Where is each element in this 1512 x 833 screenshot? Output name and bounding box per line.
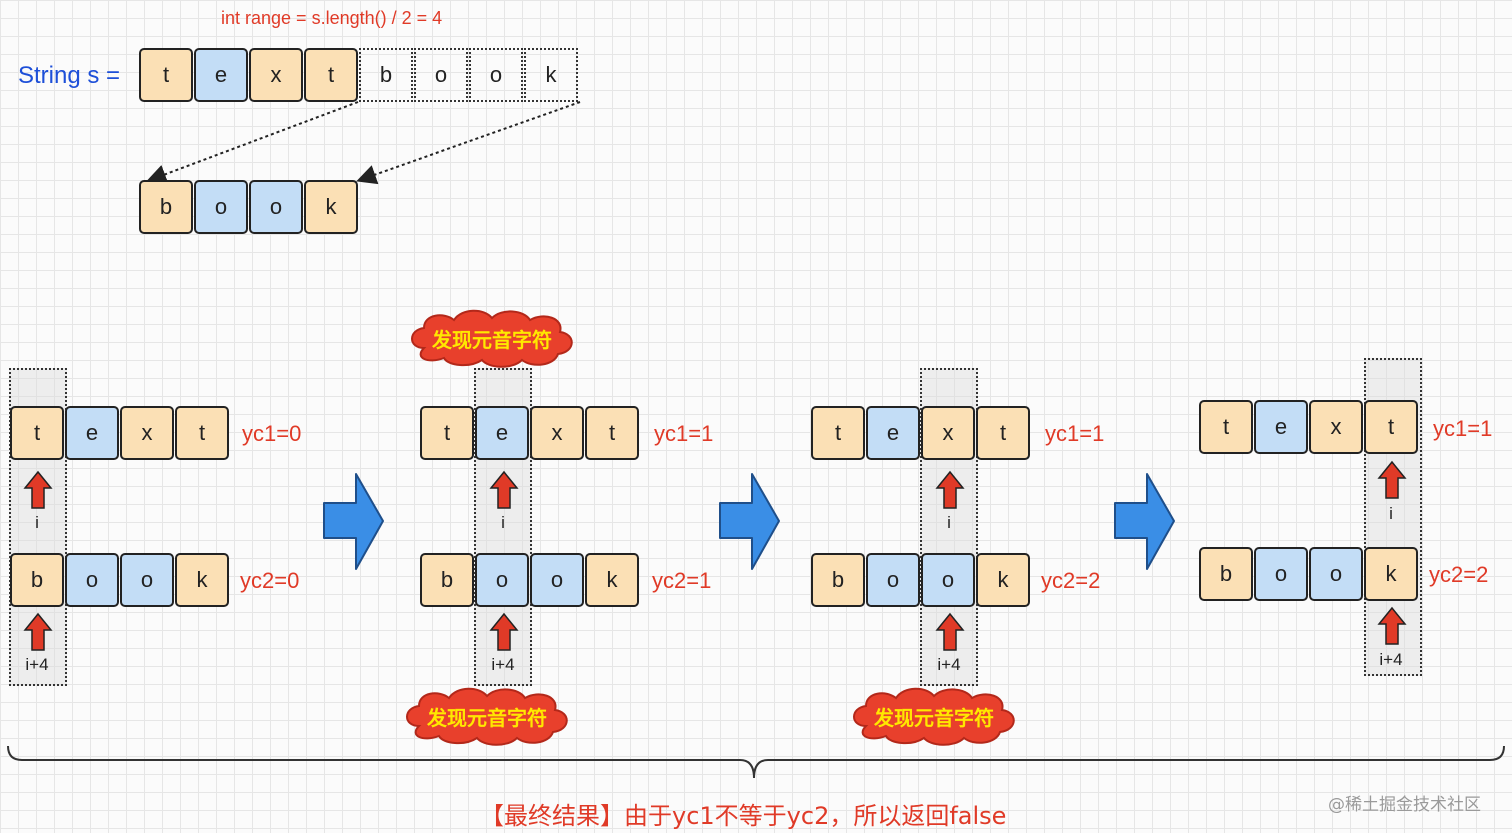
top-char-cell: e <box>475 406 529 460</box>
top-char-cell: e <box>65 406 119 460</box>
bottom-char-cell: o <box>475 553 529 607</box>
watermark: @稀土掘金技术社区 <box>1328 795 1481 815</box>
index-i-label: i <box>1389 504 1393 523</box>
bottom-char-cell: o <box>1254 547 1308 601</box>
bottom-char-cell: k <box>585 553 639 607</box>
bottom-char-cell: b <box>420 553 474 607</box>
top-char-cell: t <box>1364 400 1418 454</box>
char-cell: b <box>359 48 413 102</box>
top-char-cell: x <box>120 406 174 460</box>
bottom-char-cell: o <box>921 553 975 607</box>
cloud-text: 发现元音字符 <box>427 705 547 730</box>
yc2-label: yc2=0 <box>240 568 300 593</box>
index-i4-label: i+4 <box>1379 650 1403 669</box>
char-cell: o <box>414 48 468 102</box>
cloud-text: 发现元音字符 <box>874 705 994 730</box>
yc1-label: yc1=1 <box>654 421 714 446</box>
up-arrow-icon <box>935 470 965 509</box>
half-cell: o <box>249 180 303 234</box>
index-i-label: i <box>35 513 39 532</box>
yc2-label: yc2=1 <box>652 568 712 593</box>
bottom-char-cell: o <box>120 553 174 607</box>
index-i4-label: i+4 <box>937 655 961 674</box>
top-char-cell: t <box>175 406 229 460</box>
index-i4-label: i+4 <box>491 655 515 674</box>
yc1-label: yc1=1 <box>1045 421 1105 446</box>
up-arrow-icon <box>935 612 965 651</box>
next-step-arrow-icon <box>719 473 780 570</box>
result-text: 【最终结果】由于yc1不等于yc2，所以返回false <box>480 802 1007 830</box>
yc2-label: yc2=2 <box>1041 568 1101 593</box>
half-cell: o <box>194 180 248 234</box>
bottom-char-cell: o <box>866 553 920 607</box>
char-cell: e <box>194 48 248 102</box>
index-i-label: i <box>501 513 505 532</box>
up-arrow-icon <box>1377 460 1407 499</box>
char-cell: t <box>139 48 193 102</box>
top-char-cell: x <box>921 406 975 460</box>
yc1-label: yc1=0 <box>242 421 302 446</box>
top-char-cell: e <box>866 406 920 460</box>
half-cell: k <box>304 180 358 234</box>
half-cell: b <box>139 180 193 234</box>
next-step-arrow-icon <box>323 473 384 570</box>
bottom-char-cell: b <box>1199 547 1253 601</box>
up-arrow-icon <box>23 470 53 509</box>
char-cell: o <box>469 48 523 102</box>
vowel-found-cloud: 发现元音字符 <box>399 686 575 746</box>
range-formula: int range = s.length() / 2 = 4 <box>221 8 443 28</box>
index-i4-label: i+4 <box>25 655 49 674</box>
top-char-cell: t <box>976 406 1030 460</box>
bottom-char-cell: k <box>976 553 1030 607</box>
bottom-char-cell: b <box>811 553 865 607</box>
bottom-char-cell: o <box>65 553 119 607</box>
summary-brace <box>7 745 1505 779</box>
up-arrow-icon <box>1377 606 1407 645</box>
bottom-char-cell: o <box>530 553 584 607</box>
bottom-char-cell: k <box>175 553 229 607</box>
top-char-cell: x <box>1309 400 1363 454</box>
char-cell: x <box>249 48 303 102</box>
up-arrow-icon <box>489 612 519 651</box>
top-char-cell: t <box>811 406 865 460</box>
up-arrow-icon <box>489 470 519 509</box>
top-char-cell: t <box>1199 400 1253 454</box>
cloud-text: 发现元音字符 <box>432 327 552 352</box>
vowel-found-cloud: 发现元音字符 <box>846 686 1022 746</box>
up-arrow-icon <box>23 612 53 651</box>
top-char-cell: x <box>530 406 584 460</box>
string-label: String s = <box>18 62 121 89</box>
yc2-label: yc2=2 <box>1429 562 1489 587</box>
top-char-cell: t <box>585 406 639 460</box>
bottom-char-cell: k <box>1364 547 1418 601</box>
bottom-char-cell: o <box>1309 547 1363 601</box>
bottom-char-cell: b <box>10 553 64 607</box>
next-step-arrow-icon <box>1114 473 1175 570</box>
index-i-label: i <box>947 513 951 532</box>
top-char-cell: e <box>1254 400 1308 454</box>
vowel-found-cloud: 发现元音字符 <box>404 308 580 368</box>
char-cell: k <box>524 48 578 102</box>
top-char-cell: t <box>420 406 474 460</box>
yc1-label: yc1=1 <box>1433 416 1493 441</box>
char-cell: t <box>304 48 358 102</box>
top-char-cell: t <box>10 406 64 460</box>
